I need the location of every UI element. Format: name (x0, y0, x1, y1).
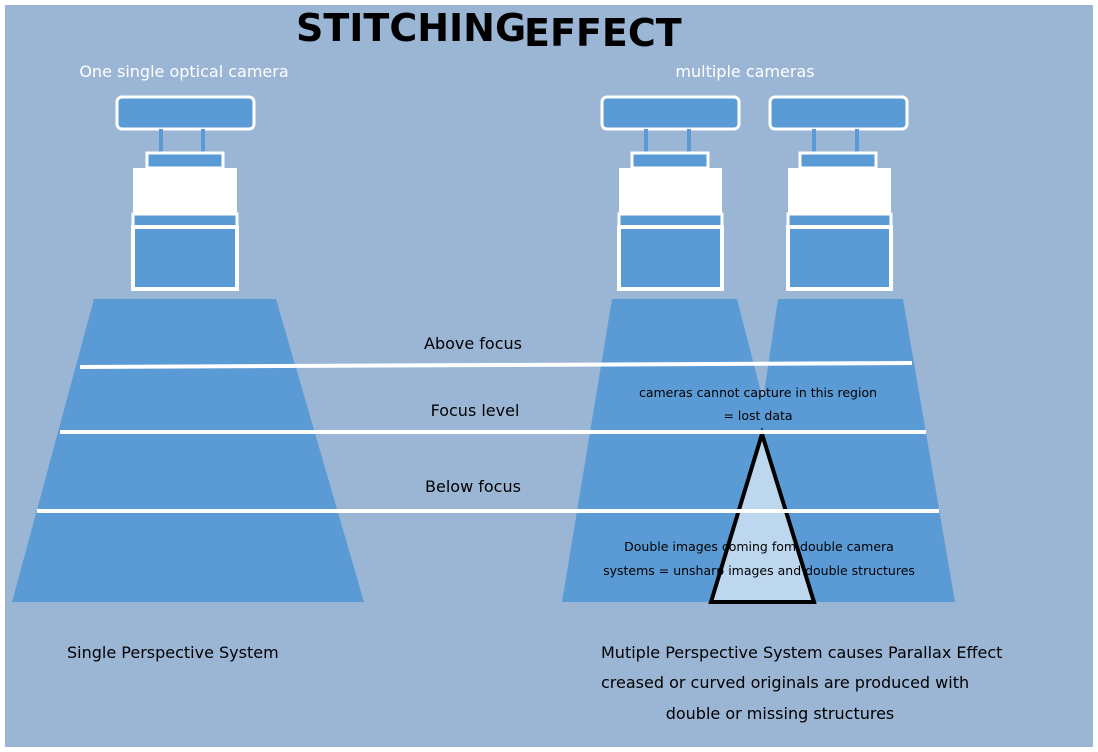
camera-mount-bar (600, 95, 741, 131)
double-images-line2: systems = unsharp images and double stru… (603, 563, 915, 578)
camera-post-right (201, 129, 205, 155)
multi-system-caption-line2: creased or curved originals are produced… (601, 673, 969, 692)
camera-top-plate (630, 151, 710, 170)
camera-b (768, 95, 909, 291)
single-camera (12, 95, 364, 602)
camera-top-plate (145, 151, 225, 170)
camera-post-right (687, 129, 691, 155)
camera-body (788, 168, 891, 214)
above-focus-label: Above focus (424, 334, 522, 353)
below-focus-label: Below focus (425, 477, 521, 496)
lost-region-line2: = lost data (723, 408, 792, 423)
camera-body (619, 168, 722, 214)
multi-system-caption-line3: double or missing structures (666, 704, 895, 723)
camera-post-right (855, 129, 859, 155)
camera-post-left (644, 129, 648, 155)
multi-system-caption-line1: Mutiple Perspective System causes Parall… (601, 643, 1002, 662)
camera-lens-box (617, 225, 724, 291)
camera-top-plate (798, 151, 878, 170)
title-effect: EFFECT (524, 11, 682, 55)
single-system-caption: Single Perspective System (67, 643, 279, 662)
camera-mount-bar (115, 95, 256, 131)
single-view-cone (12, 299, 364, 602)
focus-level-label: Focus level (431, 401, 520, 420)
camera-lens-box (786, 225, 893, 291)
lost-data-triangle (708, 427, 817, 604)
right-heading: multiple cameras (675, 62, 814, 81)
above-focus-line (79, 361, 913, 369)
double-images-line1: Double images coming fom double camera (624, 539, 894, 554)
camera-body (133, 168, 237, 214)
camera-mount-bar (768, 95, 909, 131)
camera-lens-box (131, 225, 239, 291)
title-stitching: STITCHING (296, 6, 526, 50)
camera-post-left (159, 129, 163, 155)
camera-a (600, 95, 741, 291)
lost-region-line1: cameras cannot capture in this region (639, 385, 877, 400)
camera-post-left (812, 129, 816, 155)
left-heading: One single optical camera (79, 62, 288, 81)
